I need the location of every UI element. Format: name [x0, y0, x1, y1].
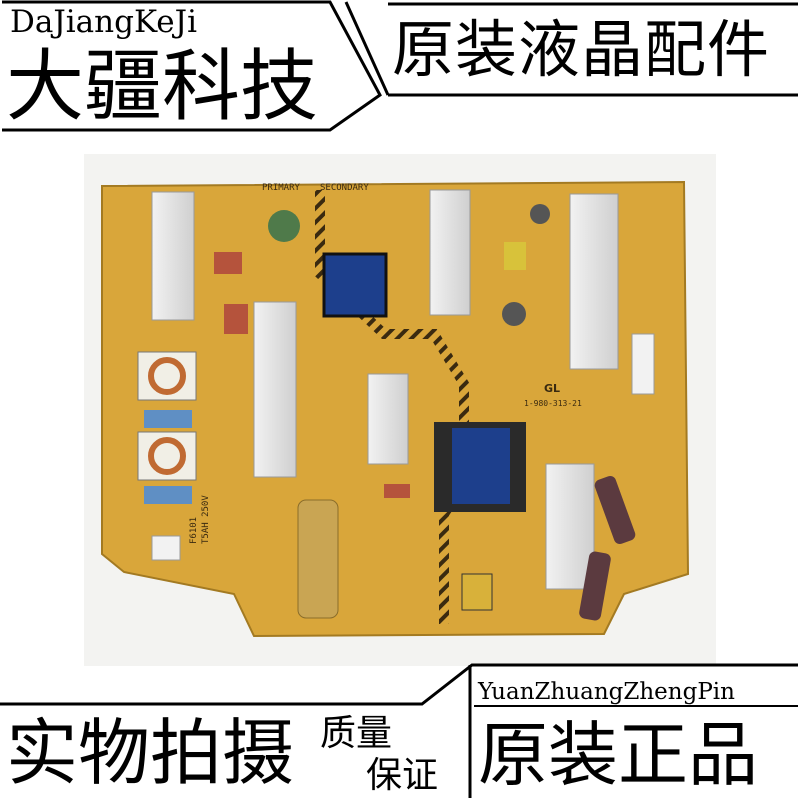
- board-label-secondary: SECONDARY: [320, 183, 369, 193]
- heatsink-left: [151, 191, 195, 321]
- board-fuse-rating: T5AH 250V: [201, 495, 211, 544]
- heatsink-center: [367, 373, 409, 465]
- heatsink-bottom-right: [545, 463, 595, 590]
- board-fuse-label: F6101: [189, 517, 199, 544]
- output-capacitor-1: [594, 475, 636, 545]
- x-capacitor-2: [144, 486, 192, 504]
- real-photo-label: 实物拍摄: [6, 711, 295, 795]
- heatsink-right: [569, 193, 619, 370]
- quality-label: 质量: [320, 713, 393, 754]
- genuine-english-label: YuanZhuangZhengPin: [478, 679, 735, 705]
- heatsink-center-left: [253, 301, 297, 478]
- product-photo: PRIMARY SECONDARY GL 1-980-313-21 F6101 …: [84, 154, 716, 666]
- output-capacitor-2: [579, 551, 611, 621]
- guarantee-label: 保证: [366, 755, 439, 796]
- bottom-frame-lines: [0, 663, 798, 798]
- board-logo-gl: GL: [544, 382, 560, 395]
- pcb-illustration: PRIMARY SECONDARY GL 1-980-313-21 F6101 …: [101, 180, 690, 638]
- brand-chinese: 大疆科技: [6, 42, 319, 132]
- genuine-chinese-label: 原装正品: [478, 714, 758, 796]
- brand-english: DaJiangKeJi: [10, 4, 197, 40]
- ntc-thermistor: [268, 210, 300, 242]
- transformer-top: [322, 252, 388, 318]
- board-label-primary: PRIMARY: [262, 183, 301, 193]
- board-part-number: 1-980-313-21: [524, 399, 582, 408]
- bulk-capacitor: [297, 499, 339, 619]
- banner-original-lcd-parts: 原装液晶配件: [392, 13, 771, 86]
- top-frame-lines: [2, 0, 798, 132]
- x-capacitor-1: [144, 410, 192, 428]
- heatsink-top-right: [429, 189, 471, 316]
